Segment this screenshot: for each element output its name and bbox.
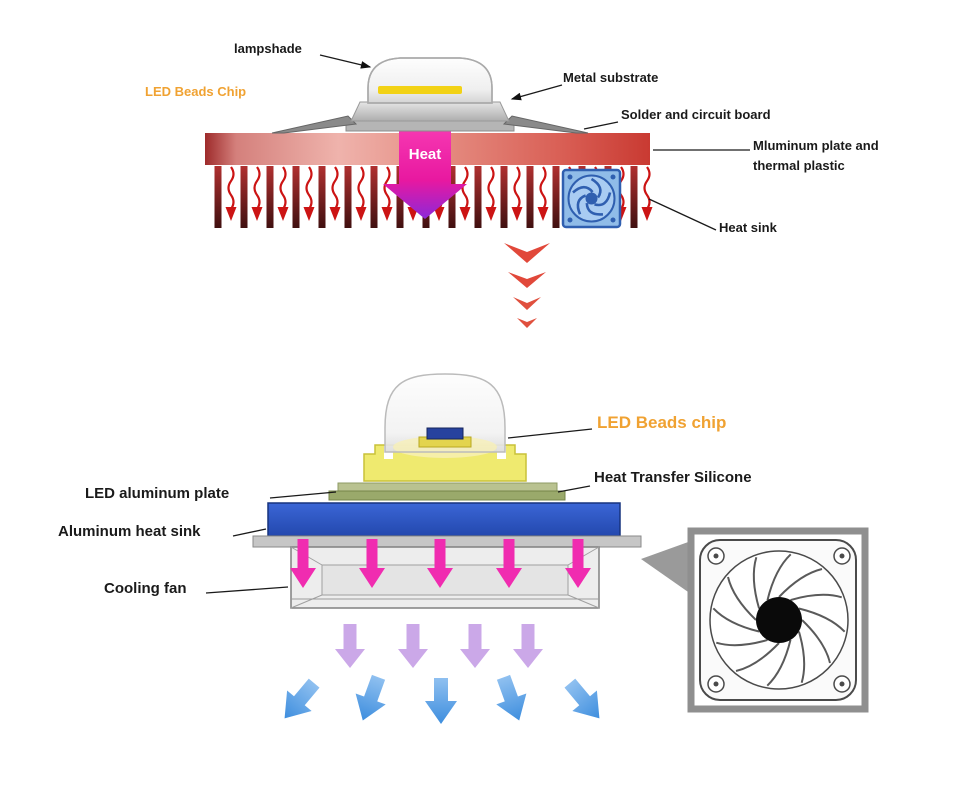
label-aluminum-plate-line2: thermal plastic [753, 158, 845, 173]
label-aluminum-plate-line1: Mluminum plate and [753, 138, 879, 153]
fan-callout-triangle [641, 541, 691, 594]
heat-transfer-silicone-plate [328, 482, 566, 501]
label-led-aluminum-plate: LED aluminum plate [85, 485, 230, 502]
top-diagram [205, 54, 750, 328]
led-chip-strip [378, 86, 462, 94]
bottom-annotation-lines [205, 428, 593, 594]
fan-icon [561, 168, 622, 229]
label-aluminum-heat-sink: Aluminum heat sink [58, 523, 201, 540]
aluminum-heat-sink-plate [267, 502, 621, 537]
label-lampshade: lampshade [234, 41, 302, 56]
airflow-arrows-straight [335, 624, 543, 668]
cooling-fan-photo [687, 527, 869, 713]
label-solder-circuit-board: Solder and circuit board [621, 107, 771, 122]
chip-die [426, 427, 464, 440]
bottom-diagram [205, 373, 869, 729]
heat-arrow-text: Heat [408, 146, 442, 163]
label-led-beads-chip-top: LED Beads Chip [145, 84, 247, 99]
fan-hub [756, 597, 802, 643]
label-led-beads-chip-bottom: LED Beads chip [597, 413, 727, 432]
led-dome [384, 373, 506, 458]
lampshade-dome [367, 57, 493, 104]
label-cooling-fan: Cooling fan [104, 580, 187, 597]
label-heat-sink: Heat sink [719, 220, 777, 235]
solder-circuit-board [271, 115, 589, 134]
label-heat-transfer-silicone: Heat Transfer Silicone [594, 469, 752, 486]
heat-arrow [383, 122, 467, 219]
label-metal-substrate: Metal substrate [563, 70, 659, 85]
top-annotation-lines [319, 54, 750, 231]
airflow-arrows-spread [272, 671, 612, 729]
heat-chevrons [504, 243, 550, 328]
metal-substrate [350, 101, 510, 122]
